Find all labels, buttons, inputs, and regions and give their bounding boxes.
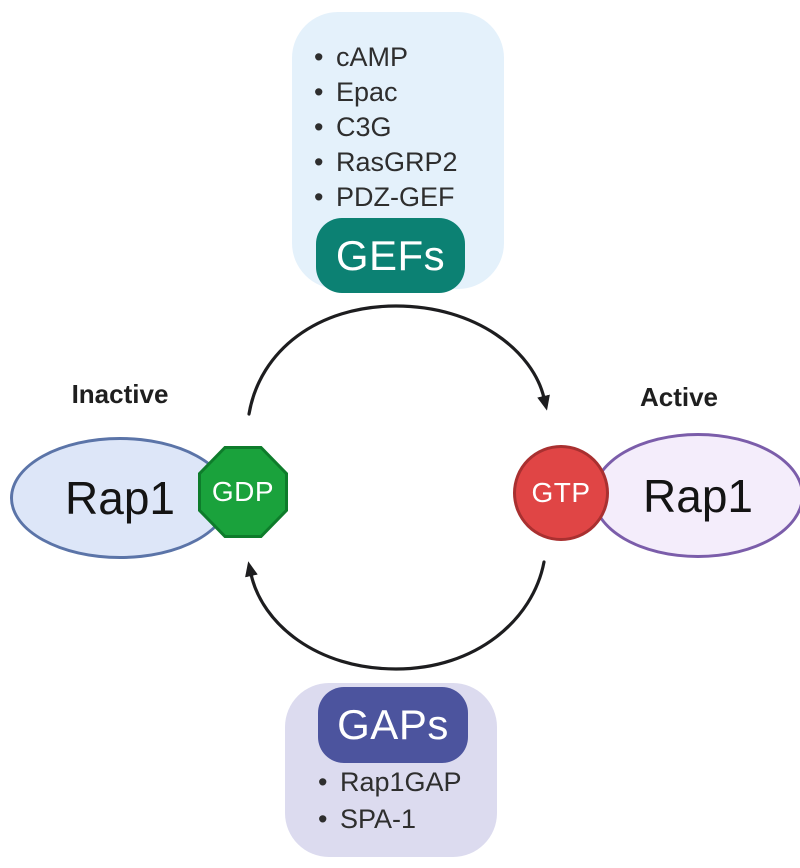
gef-item-label: RasGRP2 [336, 147, 458, 177]
gef-item-label: PDZ-GEF [336, 182, 455, 212]
gap-item-label: SPA-1 [340, 804, 417, 834]
bullet-icon [314, 180, 336, 215]
active-state-label: Active [639, 382, 719, 412]
list-item: Epac [314, 75, 458, 110]
gap-list: Rap1GAP SPA-1 [318, 764, 462, 838]
gef-item-label: cAMP [336, 42, 409, 72]
bullet-icon [314, 145, 336, 180]
rap1-inactive-ellipse: Rap1 [10, 437, 230, 559]
gef-list: cAMP Epac C3G RasGRP2 PDZ-GEF [314, 40, 458, 215]
gef-item-label: Epac [336, 77, 398, 107]
gefs-badge: GEFs [316, 218, 465, 293]
gdp-label: GDP [211, 476, 275, 507]
gaps-badge: GAPs [318, 687, 468, 763]
bullet-icon [318, 801, 340, 838]
list-item: Rap1GAP [318, 764, 462, 801]
bullet-icon [318, 764, 340, 801]
rap1-inactive-label: Rap1 [65, 472, 175, 524]
gdp-octagon-fill: GDP [201, 449, 285, 535]
list-item: C3G [314, 110, 458, 145]
gef-item-label: C3G [336, 112, 392, 142]
gaps-badge-label: GAPs [337, 701, 449, 748]
list-item: cAMP [314, 40, 458, 75]
list-item: PDZ-GEF [314, 180, 458, 215]
rap1-active-label: Rap1 [643, 469, 753, 522]
gtp-circle: GTP [513, 445, 609, 541]
gap-item-label: Rap1GAP [340, 767, 462, 797]
list-item: RasGRP2 [314, 145, 458, 180]
rap1-active-ellipse: Rap1 [592, 433, 800, 558]
gdp-octagon: GDP [198, 446, 288, 538]
bullet-icon [314, 110, 336, 145]
inactivation-arrow [245, 560, 546, 671]
bullet-icon [314, 40, 336, 75]
gtp-label: GTP [531, 477, 591, 508]
bullet-icon [314, 75, 336, 110]
activation-arrow [247, 304, 550, 416]
list-item: SPA-1 [318, 801, 462, 838]
inactive-state-label: Inactive [71, 379, 169, 409]
gefs-badge-label: GEFs [335, 231, 446, 279]
